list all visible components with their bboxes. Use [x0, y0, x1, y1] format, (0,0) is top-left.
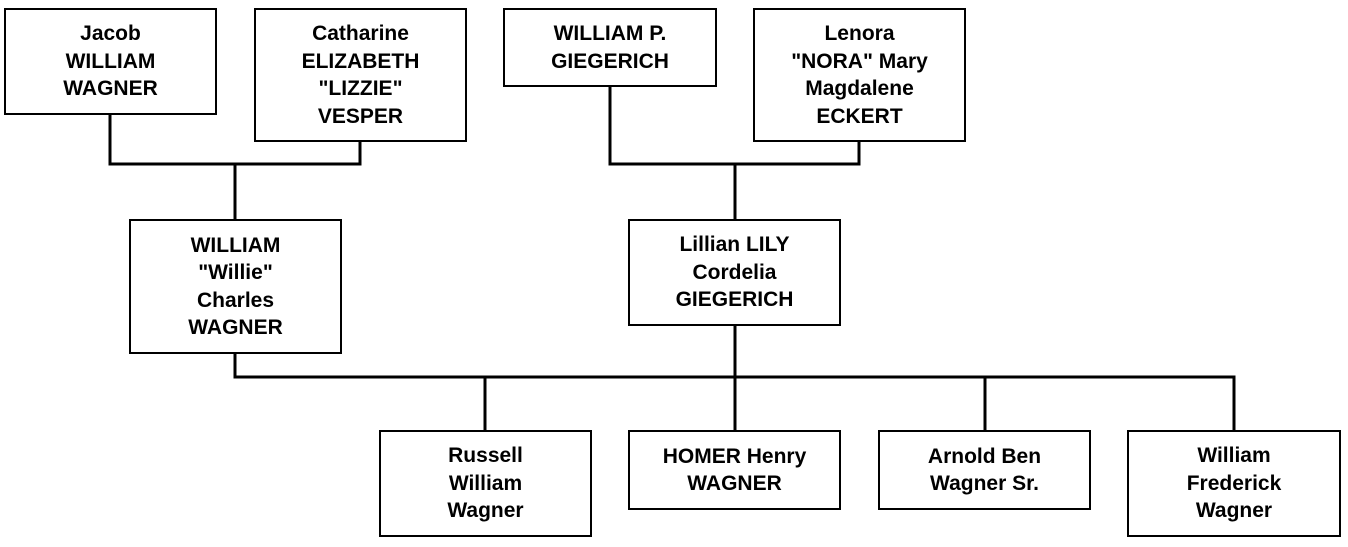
- person-box-william-frederick[interactable]: William Frederick Wagner: [1127, 430, 1341, 537]
- name-line: WILLIAM P.: [553, 22, 667, 45]
- person-box-lillian[interactable]: Lillian LILY Cordelia GIEGERICH: [628, 219, 841, 326]
- name-line: HOMER Henry: [662, 444, 807, 468]
- name-line: GIEGERICH: [675, 288, 794, 312]
- person-box-russell[interactable]: Russell William Wagner: [379, 430, 592, 537]
- name-line: Lenora: [824, 22, 895, 45]
- name-line: Charles: [196, 288, 275, 312]
- person-box-homer[interactable]: HOMER Henry WAGNER: [628, 430, 841, 510]
- name-line: ELIZABETH: [301, 49, 420, 73]
- name-line: Cordelia: [692, 260, 777, 284]
- name-line: "Willie": [198, 261, 273, 284]
- name-line: Russell: [448, 444, 523, 468]
- name-line: "NORA" Mary: [791, 49, 928, 73]
- person-box-william-p[interactable]: WILLIAM P. GIEGERICH: [503, 8, 717, 87]
- name-line: William: [1197, 444, 1271, 468]
- name-line: ECKERT: [816, 104, 903, 128]
- person-box-jacob[interactable]: Jacob WILLIAM WAGNER: [4, 8, 217, 115]
- name-line: GIEGERICH: [551, 49, 669, 73]
- person-box-arnold[interactable]: Arnold Ben Wagner Sr.: [878, 430, 1091, 510]
- name-line: Lillian LILY: [679, 233, 790, 257]
- name-line: Arnold Ben: [927, 444, 1042, 468]
- name-line: "LIZZIE": [318, 77, 403, 100]
- name-line: WAGNER: [63, 77, 158, 101]
- name-line: Wagner: [447, 499, 524, 523]
- name-line: Frederick: [1186, 471, 1282, 495]
- person-box-lenora[interactable]: Lenora "NORA" Mary Magdalene ECKERT: [753, 8, 966, 142]
- name-line: WAGNER: [188, 316, 283, 339]
- name-line: Wagner: [1195, 499, 1273, 523]
- name-line: VESPER: [317, 104, 404, 128]
- name-line: WAGNER: [687, 472, 782, 495]
- name-line: Wagner Sr.: [930, 472, 1039, 495]
- name-line: William: [448, 471, 523, 495]
- name-line: Jacob: [80, 22, 141, 46]
- person-box-william-willie[interactable]: WILLIAM "Willie" Charles WAGNER: [129, 219, 342, 354]
- name-line: WILLIAM: [190, 233, 281, 257]
- name-line: Magdalene: [805, 77, 914, 100]
- name-line: Catharine: [312, 22, 409, 45]
- name-line: WILLIAM: [65, 49, 156, 73]
- person-box-catharine[interactable]: Catharine ELIZABETH "LIZZIE" VESPER: [254, 8, 467, 142]
